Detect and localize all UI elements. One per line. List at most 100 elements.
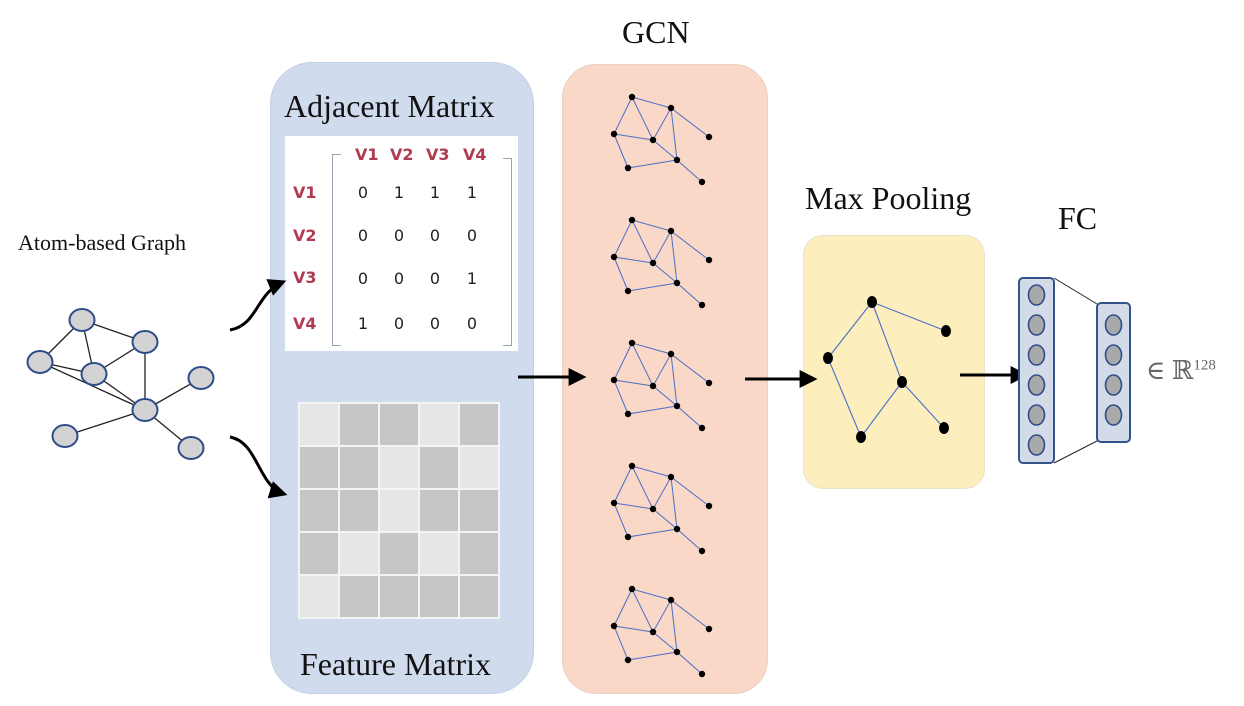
feature-matrix-cell	[338, 488, 380, 533]
gcn-graph-edge	[631, 96, 654, 141]
gcn-graph-edge	[670, 476, 678, 530]
matrix-cell: 1	[466, 183, 478, 202]
gcn-graph-edge	[613, 588, 633, 627]
gcn-graph-edge	[676, 405, 703, 429]
adjacent-matrix-title: Adjacent Matrix	[284, 88, 495, 124]
gcn-graph-edge	[670, 107, 678, 161]
gcn-graph-node	[628, 585, 636, 593]
gcn-graph-node	[649, 136, 657, 144]
matrix-bracket-left	[332, 154, 341, 346]
gcn-graph-node	[673, 156, 681, 164]
feature-matrix-cell	[458, 531, 500, 576]
matrix-cell: 0	[429, 269, 441, 288]
gcn-graph	[610, 216, 713, 309]
feature-matrix-cell	[298, 402, 340, 447]
gcn-graph-node	[673, 648, 681, 656]
gcn-graph	[610, 585, 713, 678]
gcn-graph-edge	[652, 262, 678, 284]
feature-matrix-cell	[298, 531, 340, 576]
gcn-graph-node	[705, 625, 713, 633]
matrix-row-header: V4	[293, 314, 317, 333]
gcn-graph-node	[667, 473, 675, 481]
gcn-graph-edge	[631, 219, 672, 232]
gcn-graph-node	[698, 547, 706, 555]
feature-matrix-cell	[378, 488, 420, 533]
feature-matrix-title: Feature Matrix	[300, 646, 492, 682]
gcn-graph-edge	[676, 159, 703, 183]
feature-matrix-cell	[298, 445, 340, 490]
matrix-row-header: V3	[293, 268, 317, 287]
matrix-cell: 1	[393, 183, 405, 202]
gcn-graph-node	[698, 301, 706, 309]
pooled-graph-node	[823, 352, 833, 364]
gcn-graph-edge	[631, 588, 672, 601]
fc-input-neuron	[1027, 404, 1046, 426]
gcn-graph-node	[649, 259, 657, 267]
gcn-graph-edge	[631, 465, 672, 478]
gcn-graph-edge	[652, 385, 678, 407]
gcn-graph-node	[705, 133, 713, 141]
gcn-graph-edge	[676, 282, 703, 306]
fc-output-neuron	[1104, 404, 1123, 426]
gcn-graph-edge	[613, 219, 633, 258]
feature-matrix-cell	[418, 574, 460, 619]
matrix-column-header: V2	[390, 145, 414, 164]
gcn-graph-node	[698, 670, 706, 678]
fc-output-layer-box	[1096, 302, 1131, 443]
matrix-cell: 0	[429, 226, 441, 245]
gcn-graph-edge	[627, 405, 678, 415]
gcn-graph-node	[705, 256, 713, 264]
gcn-graph-node	[667, 350, 675, 358]
gcn-graph-edge	[627, 528, 678, 538]
feature-matrix-cell	[458, 445, 500, 490]
gcn-graph-edge	[613, 379, 654, 387]
gcn-graph-edge	[631, 96, 672, 109]
matrix-column-header: V3	[426, 145, 450, 164]
atom-graph-node	[80, 362, 108, 386]
feature-matrix-cell	[458, 574, 500, 619]
pooled-graph-node	[867, 296, 877, 308]
matrix-cell: 0	[393, 269, 405, 288]
fc-title: FC	[1058, 200, 1098, 236]
atom-graph-node	[26, 350, 54, 374]
gcn-graph-edge	[676, 528, 703, 552]
feature-matrix-cell	[378, 531, 420, 576]
gcn-graph-node	[649, 505, 657, 513]
gcn-graph-edge	[652, 508, 678, 530]
matrix-cell: 0	[466, 314, 478, 333]
output-dimension-value: 128	[1193, 357, 1216, 374]
gcn-graph-node	[667, 596, 675, 604]
atom-graph	[26, 308, 215, 460]
fc-input-neuron	[1027, 434, 1046, 456]
gcn-graph-node	[624, 656, 632, 664]
gcn-graph-edge	[631, 219, 654, 264]
feature-matrix-cell	[298, 574, 340, 619]
pooled-graph-edge	[827, 357, 862, 438]
gcn-graph-node	[673, 279, 681, 287]
atom-graph-node	[131, 398, 159, 422]
matrix-cell: 0	[466, 226, 478, 245]
gcn-graph	[610, 462, 713, 555]
gcn-graph-node	[610, 499, 618, 507]
gcn-graph-edge	[631, 342, 672, 355]
fc-output-neuron	[1104, 344, 1123, 366]
gcn-graph-edge	[631, 342, 654, 387]
gcn-graph-node	[624, 410, 632, 418]
fc-input-neuron	[1027, 344, 1046, 366]
gcn-graph-edge	[670, 476, 710, 507]
gcn-graph-node	[610, 253, 618, 261]
gcn-graph-node	[667, 104, 675, 112]
gcn-graph-edge	[613, 465, 633, 504]
gcn-graph-node	[624, 533, 632, 541]
feature-matrix-cell	[298, 488, 340, 533]
feature-matrix-cell	[418, 531, 460, 576]
pooled-graph-edge	[860, 381, 903, 438]
feature-matrix-cell	[458, 488, 500, 533]
feature-matrix-cell	[338, 574, 380, 619]
gcn-graph-edge	[627, 282, 678, 292]
atom-graph-node	[51, 424, 79, 448]
gcn-graph-edge	[613, 625, 629, 661]
matrix-cell: 1	[429, 183, 441, 202]
matrix-cell: 0	[357, 183, 369, 202]
